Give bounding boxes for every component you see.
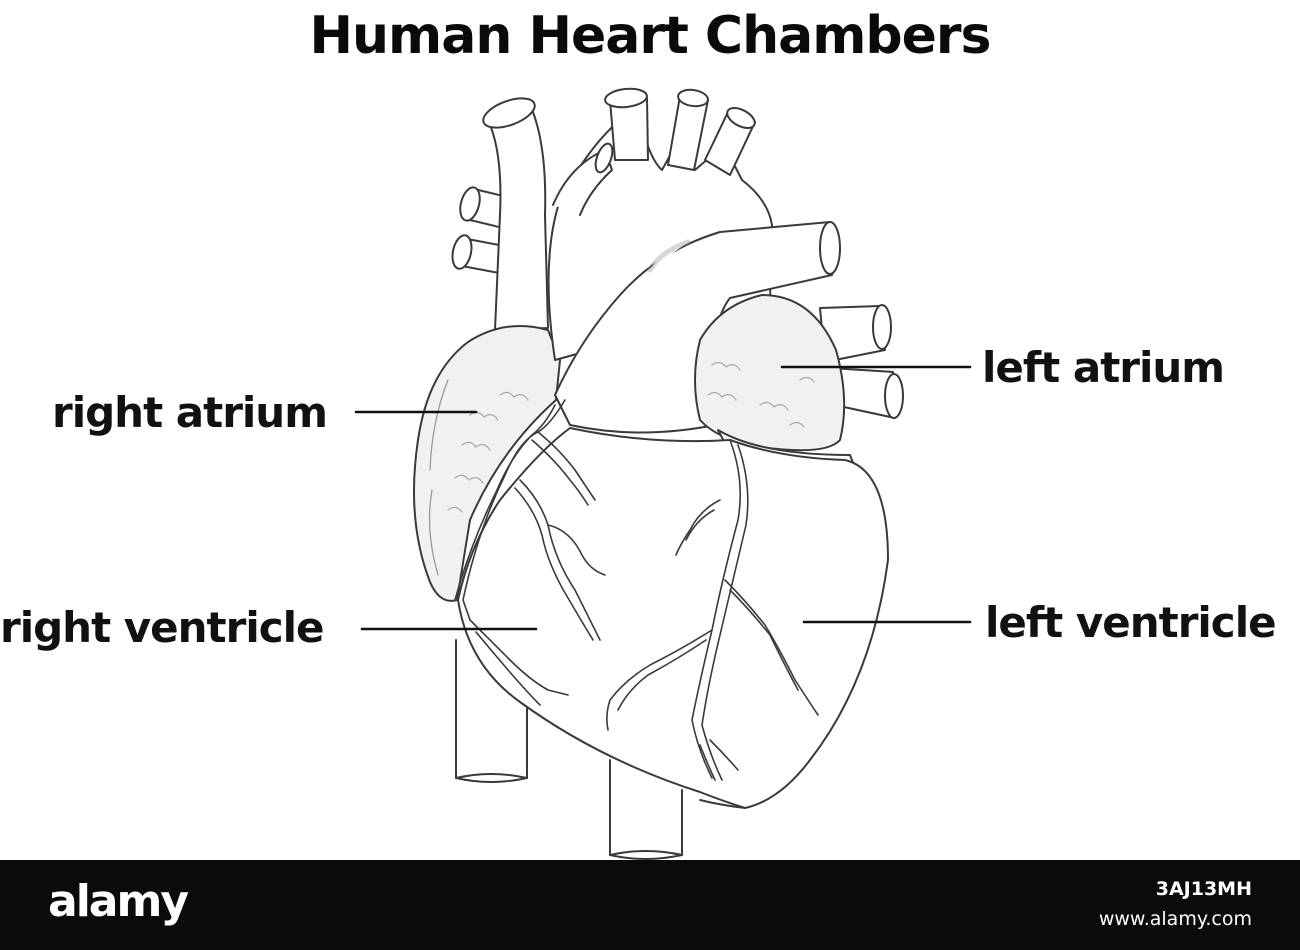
diagram-canvas: Human Heart Chambers right atrium right … bbox=[0, 6, 1277, 860]
label-right-ventricle: right ventricle bbox=[0, 603, 325, 652]
aortic-arch bbox=[547, 87, 773, 361]
pulmonary-trunk bbox=[554, 221, 841, 434]
right-atrium-shape bbox=[413, 325, 561, 602]
page-title: Human Heart Chambers bbox=[309, 6, 992, 66]
brand-logo: alamy bbox=[48, 876, 189, 927]
label-left-ventricle: left ventricle bbox=[985, 598, 1277, 647]
label-left-atrium: left atrium bbox=[982, 343, 1225, 392]
site-url: www.alamy.com bbox=[1098, 908, 1252, 930]
superior-vena-cava bbox=[482, 97, 549, 331]
heart-illustration bbox=[354, 87, 972, 860]
image-id: 3AJ13MH bbox=[1155, 878, 1252, 900]
pulmonary-veins-left bbox=[819, 304, 904, 419]
watermark-footer: alamy 3AJ13MH www.alamy.com bbox=[0, 860, 1300, 950]
label-right-atrium: right atrium bbox=[52, 388, 328, 437]
pointer-lines bbox=[354, 365, 972, 631]
inferior-vena-cava bbox=[455, 639, 528, 783]
coronary-vessels bbox=[454, 399, 819, 781]
descending-aorta bbox=[609, 759, 683, 860]
ventricles-shape bbox=[457, 427, 889, 809]
left-atrium-shape bbox=[694, 294, 846, 452]
